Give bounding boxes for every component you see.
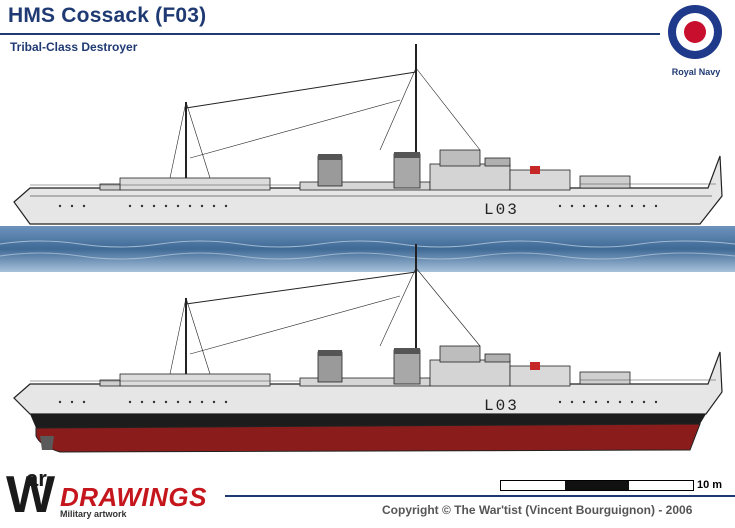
ship-profile-full-hull: L03 <box>13 244 723 453</box>
svg-text:W: W <box>6 466 56 522</box>
ship-profile-waterline: L03 <box>13 44 723 225</box>
copyright-text: Copyright © The War'tist (Vincent Bourgu… <box>382 503 693 517</box>
scale-label: 10 m <box>697 479 723 491</box>
page-title: HMS Cossack (F03) <box>8 4 207 27</box>
top-divider <box>0 33 660 35</box>
bottom-divider <box>225 495 735 497</box>
logo-tagline: Military artwork <box>60 509 127 519</box>
scale-bar <box>500 480 694 491</box>
pennant-number-top: L03 <box>484 201 519 219</box>
wardrawings-logo-w-icon: W ar <box>6 466 56 522</box>
logo-wordmark: DRAWINGS <box>60 482 207 512</box>
raf-roundel-icon <box>668 5 722 59</box>
page-subtitle: Tribal-Class Destroyer <box>10 40 138 54</box>
svg-text:ar: ar <box>26 466 47 491</box>
pennant-number-bottom: L03 <box>484 397 519 415</box>
sea-strip <box>0 226 735 272</box>
navy-label: Royal Navy <box>671 67 721 77</box>
